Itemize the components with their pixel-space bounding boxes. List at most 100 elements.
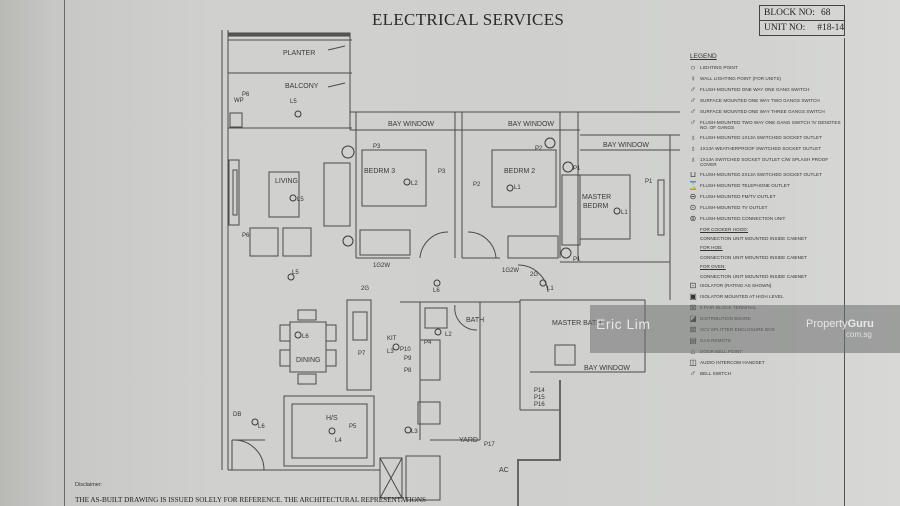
- legend-item: ▣ISOLATOR MOUNTED AT HIGH LEVEL: [686, 293, 846, 301]
- point-label-l6: L6: [433, 288, 440, 294]
- planter-edge: [227, 32, 351, 37]
- legend-item-label: ISOLATOR (RATING AS SHOWN): [700, 283, 772, 289]
- kitchen-sink: [352, 311, 368, 341]
- socket-outlet: [560, 247, 572, 259]
- point-label-p17: P17: [484, 442, 495, 448]
- light-point-L1-corridor: [539, 279, 547, 287]
- light-point-L1-master: [613, 207, 621, 215]
- wardrobe-master: [561, 174, 581, 246]
- chair: [279, 349, 291, 367]
- legend-item-label: FOR COOKER HOOD:: [700, 226, 749, 232]
- legend-item: ⊖FLUSH-MOUNTED FM/TV OUTLET: [686, 191, 846, 201]
- tv-outlet-icon: ⊙: [689, 202, 697, 212]
- point-label-p14: P14: [534, 388, 545, 394]
- disclaimer-text: THE AS-BUILT DRAWING IS ISSUED SOLELY FO…: [75, 496, 427, 504]
- household-shelter-outer: [283, 395, 375, 467]
- legend-item-label: SURFACE MOUNTED ONE WAY TWO GANGS SWITCH: [700, 98, 820, 103]
- room-label-kit: KIT: [387, 336, 397, 342]
- light-point-L5: [287, 273, 295, 281]
- legend-list: ○LIGHTING POINT♀WALL LIGHTING POINT (FOR…: [686, 64, 846, 381]
- legend-item: ⊙FLUSH-MOUNTED TV OUTLET: [686, 202, 846, 212]
- fm-tv-outlet-icon: ⊖: [689, 191, 697, 201]
- legend-item: CONNECTION UNIT MOUNTED INSIDE CABINET: [686, 235, 846, 241]
- room-label-planter: PLANTER: [283, 50, 315, 57]
- legend-item-label: ISOLATOR MOUNTED AT HIGH LEVEL: [700, 294, 784, 300]
- legend-item-label: FLUSH-MOUNTED 2X13A SWITCHED SOCKET OUTL…: [700, 171, 822, 177]
- point-label-p2: P2: [473, 182, 481, 188]
- point-label-l3: L3: [387, 349, 394, 355]
- point-label-l1: L1: [514, 185, 521, 191]
- room-label-ac: AC: [499, 467, 509, 474]
- legend-item: FOR COOKER HOOD:: [686, 226, 846, 232]
- legend-item: ⌛FLUSH-MOUNTED TELEPHONE OUTLET: [686, 181, 846, 190]
- ac-unit: [379, 457, 403, 499]
- legend-item: FOR HOB:: [686, 244, 846, 250]
- chair: [325, 324, 337, 342]
- legend-item-label: CONNECTION UNIT MOUNTED INSIDE CABINET: [700, 254, 807, 260]
- kitchen-counter: [346, 299, 372, 391]
- point-label-p15: P15: [534, 395, 545, 401]
- point-label-l6: L6: [302, 334, 309, 340]
- watermark-brand: PropertyGuru: [806, 318, 874, 330]
- bed-2: [491, 149, 557, 208]
- block-number-row: BLOCK NO:68: [760, 6, 844, 20]
- legend-item: ♀WALL LIGHTING POINT (FOR UNITS): [686, 75, 846, 83]
- legend-item: ♁1x13A WEATHERPROOF SWITCHED SOCKET OUTL…: [686, 144, 846, 153]
- connection-unit-icon: ⊚: [689, 213, 697, 223]
- room-label-bedrm2: BEDRM 2: [504, 168, 535, 175]
- living-cabinet: [228, 159, 240, 226]
- store: [417, 401, 441, 425]
- point-label-p6: P6: [242, 233, 250, 239]
- light-point-L6-corridor: [433, 279, 441, 287]
- room-label-yard: YARD: [459, 437, 478, 444]
- master-wardrobe-right: [657, 179, 665, 236]
- room-label-bay-window-4: BAY WINDOW: [584, 365, 630, 372]
- legend-item-label: FLUSH-MOUNTED ONE WAY ONE GANG SWITCH: [700, 87, 810, 92]
- room-label-master-1: MASTER: [582, 194, 611, 201]
- one-way-one-gang-switch-icon: ♂: [689, 85, 697, 94]
- point-label-db: DB: [233, 412, 241, 418]
- chair: [325, 349, 337, 367]
- point-label-p7: P7: [358, 351, 366, 357]
- ac-ledge: [517, 380, 561, 506]
- point-label-l5: L5: [297, 197, 304, 203]
- legend-item-label: FLUSH-MOUNTED TWO WAY ONE GANG SWITCH 'n…: [700, 120, 841, 131]
- light-point-L2: [403, 178, 411, 186]
- legend-item-label: WALL LIGHTING POINT (FOR UNITS): [700, 76, 782, 81]
- household-shelter-inner: [291, 403, 368, 459]
- legend-item: ♁FLUSH-MOUNTED 1X13A SWITCHED SOCKET OUT…: [686, 133, 846, 142]
- legend-item: ♂SURFACE MOUNTED ONE WAY TWO GANGS SWITC…: [686, 97, 846, 105]
- light-point-L6-entrance: [251, 418, 259, 426]
- point-label-p3: P3: [438, 169, 446, 175]
- legend-item-label: LIGHTING POINT: [700, 65, 738, 70]
- title-block: BLOCK NO:68 UNIT NO:#18-14: [759, 5, 845, 36]
- room-label-master-bath: MASTER BATH: [552, 320, 601, 327]
- socket-outlet: [544, 137, 556, 149]
- room-label-bath: BATH: [466, 317, 484, 324]
- watermark-band: [590, 305, 900, 353]
- bedroom-bottom-walls: [356, 257, 670, 263]
- chair: [297, 309, 317, 321]
- room-label-bay-window-1: BAY WINDOW: [388, 121, 434, 128]
- armchair-2: [282, 227, 312, 257]
- point-label-p9: P9: [404, 356, 412, 362]
- two-way-one-gang-switch-icon: ♂: [689, 118, 697, 127]
- fan-point: [341, 145, 355, 159]
- point-label-l2: L2: [445, 332, 452, 338]
- legend-item-label: FLUSH-MOUNTED 1X13A SWITCHED SOCKET OUTL…: [700, 134, 822, 140]
- point-label-p16: P16: [534, 402, 545, 408]
- bedroom-walls: [355, 112, 671, 300]
- light-point-L3: [404, 426, 412, 434]
- point-label-p1: P1: [573, 166, 581, 172]
- chair: [297, 373, 317, 385]
- legend-item-label: CONNECTION UNIT MOUNTED INSIDE CABINET: [700, 273, 807, 279]
- living-tv: [232, 169, 238, 216]
- legend-item: ♂SURFACE MOUNTED ONE WAY THREE GANGS SWI…: [686, 108, 846, 116]
- legend-title: LEGEND: [690, 53, 717, 60]
- legend-item: ♂FLUSH-MOUNTED ONE WAY ONE GANG SWITCH: [686, 86, 846, 94]
- point-label-p4: P4: [424, 340, 432, 346]
- point-label-l1: L1: [547, 286, 554, 292]
- drawing-title: ELECTRICAL SERVICES: [372, 10, 565, 29]
- bath-fixture: [424, 307, 448, 329]
